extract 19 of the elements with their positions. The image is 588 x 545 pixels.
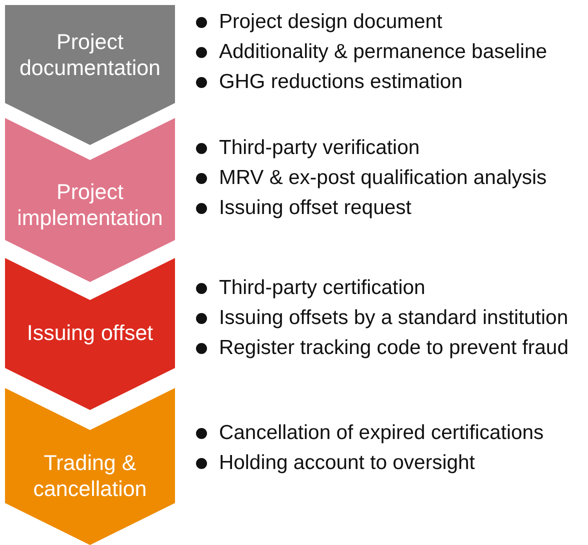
bullet-text: Additionality & permanence baseline <box>219 40 548 64</box>
step-label: Issuing offset <box>26 320 154 346</box>
chevron-step <box>5 118 175 282</box>
chevron-step <box>5 258 175 410</box>
bullet-text: Cancellation of expired certifications <box>219 421 544 445</box>
bullet-text: Project design document <box>219 10 442 34</box>
bullet-text: Third-party verification <box>219 136 420 160</box>
step-label: Project implementation <box>16 179 164 231</box>
bullet-text: MRV & ex-post qualification analysis <box>219 166 547 190</box>
bullet-text: Issuing offsets by a standard institution <box>219 306 568 330</box>
bullet-text: Third-party certification <box>219 276 426 300</box>
bullet-text: GHG reductions estimation <box>219 70 462 94</box>
bullet-text: Holding account to oversight <box>219 451 475 475</box>
bullet-text: Register tracking code to prevent fraud <box>219 336 568 360</box>
chevron-step <box>5 5 175 145</box>
bullet-text: Issuing offset request <box>219 196 412 220</box>
step-label: Project documentation <box>18 29 162 81</box>
step-label: Trading & cancellation <box>32 450 148 502</box>
chevron-step <box>5 388 175 545</box>
